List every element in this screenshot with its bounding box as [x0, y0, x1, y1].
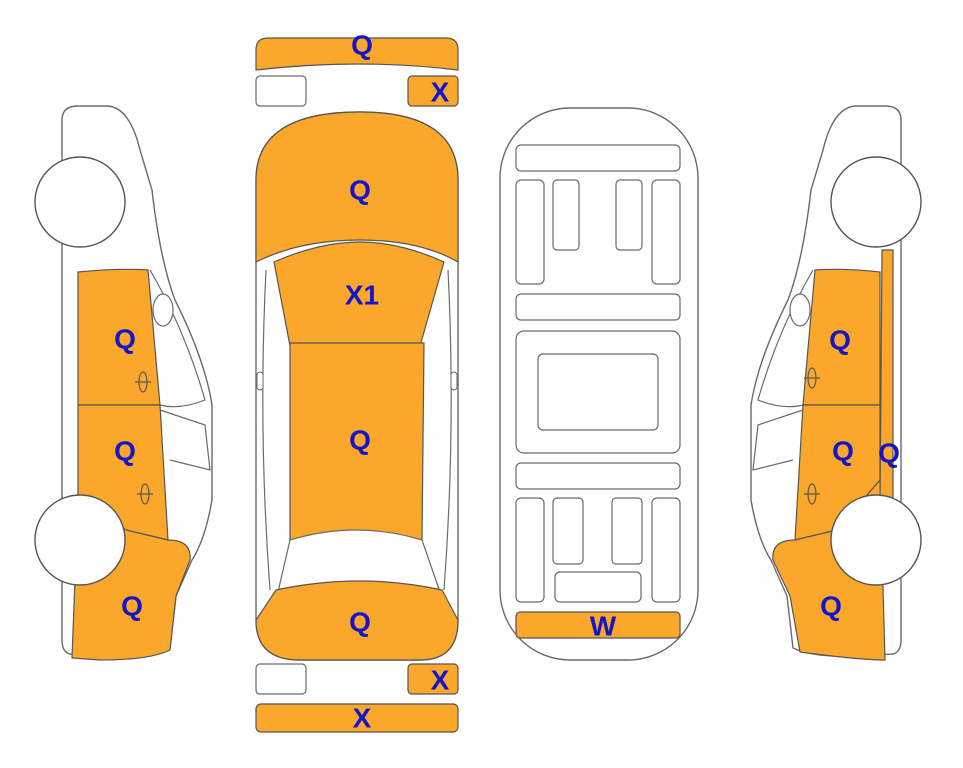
top-left-side-line [262, 269, 271, 591]
front-plate-right-panel [407, 75, 459, 107]
under-front-left-inner [552, 179, 580, 251]
label-left-front-door: Q [114, 324, 136, 355]
rear-bumper-panel [255, 703, 459, 733]
under-rear-left-frame [515, 497, 545, 603]
label-windshield: X1 [345, 280, 379, 311]
label-hood: Q [349, 175, 371, 206]
top-right-side-line [443, 269, 452, 591]
label-right-front-door: Q [829, 325, 851, 356]
under-rear-left-inner [552, 497, 584, 565]
right-rear-handle [804, 483, 820, 505]
under-mid-bar-2 [515, 462, 681, 490]
left-side-view [34, 105, 213, 661]
under-front-right-inner [615, 179, 643, 251]
left-mirror [152, 293, 174, 327]
underbody-view [499, 107, 699, 661]
damage-labels: Q X Q X1 Q Q X X W Q Q Q Q Q Q Q [114, 30, 900, 734]
left-front-handle [135, 371, 151, 393]
label-trunk: Q [349, 607, 371, 638]
under-mid-bar-1 [515, 293, 681, 321]
right-mirror [789, 293, 811, 327]
right-front-door-panel [802, 268, 881, 406]
label-rear-plate-right: X [431, 665, 450, 696]
front-plate-left [255, 75, 307, 107]
under-front-right-frame [651, 179, 681, 285]
label-front-bumper: Q [351, 30, 373, 61]
left-rear-wheel [34, 494, 126, 586]
under-center-box [537, 353, 659, 431]
underbody-rear-panel [515, 611, 681, 639]
windshield-panel [273, 241, 445, 347]
top-view [255, 37, 459, 733]
right-front-wheel [830, 156, 922, 248]
left-rear-handle [137, 483, 153, 505]
under-rear-right-inner [611, 497, 643, 565]
under-front-left-frame [515, 179, 545, 285]
label-right-pillar: Q [878, 438, 900, 469]
label-roof: Q [349, 425, 371, 456]
left-window-line-2 [159, 409, 211, 471]
label-rear-bumper: X [353, 703, 372, 734]
under-rear-right-frame [651, 497, 681, 603]
right-window-line-2 [752, 409, 804, 471]
label-left-rear-quarter: Q [121, 591, 143, 622]
rear-plate-right-panel [407, 663, 459, 695]
under-front-bar [515, 144, 681, 172]
rear-plate-left [255, 663, 307, 695]
label-right-rear-door: Q [832, 436, 854, 467]
hood-panel [255, 111, 459, 264]
under-mid-frame [515, 330, 681, 454]
right-front-handle [804, 367, 820, 389]
left-front-wheel [34, 156, 126, 248]
top-right-mirror [450, 371, 458, 391]
label-right-rear-quarter: Q [820, 591, 842, 622]
top-left-mirror [256, 371, 264, 391]
label-underbody-rear: W [590, 611, 617, 642]
under-rear-bar [554, 571, 642, 603]
underbody-outline [499, 107, 699, 661]
label-left-rear-door: Q [114, 436, 136, 467]
trunk-panel [255, 580, 459, 661]
right-side-view [750, 105, 922, 661]
right-rear-wheel [830, 494, 922, 586]
front-bumper-panel [255, 37, 459, 71]
label-front-plate-right: X [431, 77, 450, 108]
left-front-door-panel [77, 268, 161, 406]
